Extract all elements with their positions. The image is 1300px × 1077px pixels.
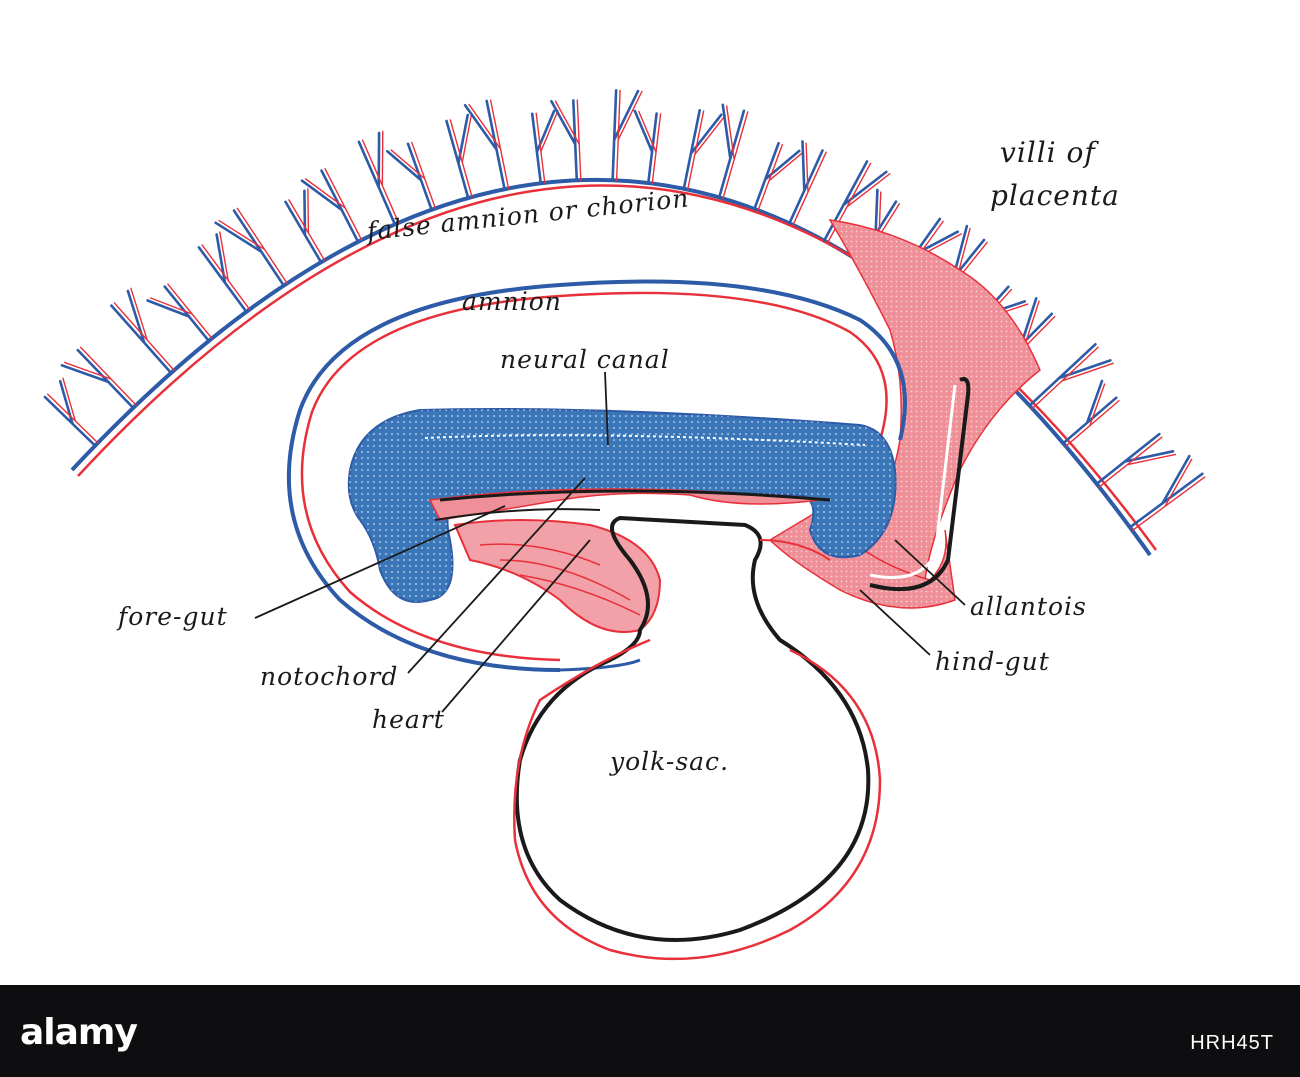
label-allantois: allantois <box>970 592 1087 621</box>
villus-9 <box>361 130 400 224</box>
villus-17 <box>687 110 726 191</box>
label-yolk-sac: yolk-sac. <box>609 747 729 776</box>
label-villi-1: villi of <box>1000 136 1099 169</box>
villus-7 <box>284 189 323 264</box>
leader-hind-gut <box>859 589 931 656</box>
villus-14 <box>554 99 582 181</box>
villus-12 <box>463 99 506 191</box>
villus-30 <box>1131 458 1206 532</box>
image-id-text: HRH45T <box>1190 1032 1274 1054</box>
villus-17 <box>682 109 723 190</box>
villus-2 <box>60 348 135 410</box>
label-villi-2: placenta <box>990 179 1120 212</box>
leader-heart <box>441 539 591 713</box>
label-amnion: amnion <box>462 287 562 316</box>
villus-14 <box>550 99 579 182</box>
villus-15 <box>611 89 640 182</box>
yolk-sac <box>513 515 882 961</box>
embryo-diagram: villi of placenta false amnion or chorio… <box>43 89 1206 961</box>
diagram-canvas: villi of placenta false amnion or chorio… <box>43 89 1206 961</box>
villus-9 <box>357 131 397 226</box>
villus-27 <box>1028 343 1112 407</box>
villus-8 <box>304 168 363 241</box>
leader-notochord <box>407 477 586 674</box>
foregut-heart-region <box>428 488 831 633</box>
villus-6 <box>214 209 286 287</box>
villus-30 <box>1128 454 1204 529</box>
villus-7 <box>288 188 326 261</box>
leader-fore-gut <box>254 505 506 619</box>
villus-13 <box>535 109 559 184</box>
villus-1 <box>43 379 97 447</box>
villus-20 <box>792 142 827 226</box>
villus-2 <box>64 346 137 406</box>
label-notochord: notochord <box>260 662 398 691</box>
alamy-logo: alamy <box>20 1012 138 1053</box>
villus-8 <box>300 169 360 244</box>
allantois-tube <box>869 377 971 592</box>
amnion-membrane <box>286 279 907 672</box>
villus-16 <box>638 110 662 185</box>
villus-28 <box>1061 379 1118 445</box>
villus-10 <box>390 141 437 210</box>
villus-11 <box>445 113 470 200</box>
villus-27 <box>1031 346 1114 410</box>
villus-11 <box>449 113 473 198</box>
label-heart: heart <box>372 705 445 734</box>
villus-19 <box>757 143 804 211</box>
label-fore-gut: fore-gut <box>116 602 228 631</box>
villus-16 <box>633 109 658 185</box>
villus-18 <box>717 103 746 199</box>
villus-15 <box>615 89 643 182</box>
villus-6 <box>218 207 288 285</box>
villus-4 <box>150 283 213 340</box>
villus-18 <box>722 105 749 200</box>
villus-3 <box>113 287 175 372</box>
leader-allantois <box>894 539 966 606</box>
stock-footer-bar <box>0 985 1300 1077</box>
villus-12 <box>468 99 510 190</box>
villus-20 <box>788 140 824 225</box>
leader-neural-canal <box>604 371 609 446</box>
villus-3 <box>110 289 173 375</box>
label-neural-canal: neural canal <box>500 345 670 374</box>
villus-29 <box>1098 436 1177 488</box>
villus-19 <box>753 141 801 211</box>
villus-5 <box>201 231 251 311</box>
villus-10 <box>386 142 433 211</box>
villus-4 <box>146 285 211 343</box>
leader-lines <box>254 371 966 713</box>
villus-28 <box>1065 383 1120 448</box>
villus-1 <box>46 377 99 444</box>
label-hind-gut: hind-gut <box>935 647 1050 676</box>
